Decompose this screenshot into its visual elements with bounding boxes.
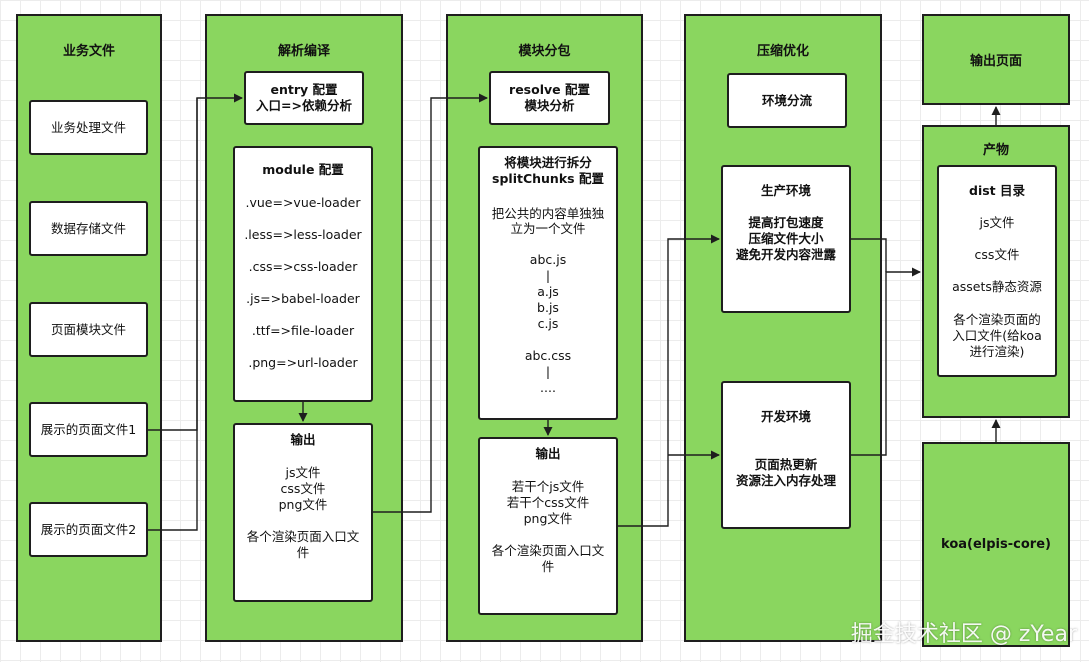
arrow-page2-to-entry: [148, 98, 198, 531]
dist-item-js: js文件: [979, 215, 1015, 230]
dist-dir-title: dist 目录: [969, 183, 1025, 198]
chunk-css-3: ....: [540, 380, 556, 395]
output-page-title: 输出页面: [969, 54, 1022, 69]
loader-png: .png=>url-loader: [248, 355, 358, 370]
resolve-line-2: 模块分析: [524, 98, 575, 113]
split-chunks-title-1: 将模块进行拆分: [504, 155, 592, 170]
resolve-line-1: resolve 配置: [509, 82, 590, 97]
loader-css: .css=>css-loader: [248, 259, 358, 274]
dev-env-title: 开发环境: [760, 409, 811, 424]
parse-output-box: 输出 js文件 css文件 png文件 各个渲染页面入口文 件: [233, 423, 373, 602]
prod-env-box: 生产环境 提高打包速度 压缩文件大小 避免开发内容泄露: [721, 165, 851, 313]
business-item-2: 数据存储文件: [29, 201, 148, 256]
dist-note-1: 各个渲染页面的: [953, 312, 1041, 327]
prod-env-title: 生产环境: [760, 183, 811, 198]
split-chunks-box: 将模块进行拆分 splitChunks 配置 把公共的内容单独独 立为一个文件 …: [478, 146, 618, 420]
dist-dir-box: dist 目录 js文件 css文件 assets静态资源 各个渲染页面的 入口…: [937, 165, 1057, 377]
split-output-line-2: 若干个css文件: [506, 495, 590, 510]
entry-line-1: entry 配置: [270, 82, 338, 97]
product-title: 产物: [982, 143, 1009, 158]
arrow-dev-to-product: [851, 267, 921, 456]
parse-output-line-2: css文件: [280, 481, 326, 496]
chunk-js-1: abc.js: [529, 252, 567, 267]
dist-note-2: 入口文件(给koa: [952, 328, 1042, 343]
koa-box: koa(elpis-core): [922, 442, 1070, 647]
business-item-1: 业务处理文件: [29, 100, 148, 155]
split-output-box: 输出 若干个js文件 若干个css文件 png文件 各个渲染页面入口文 件: [478, 437, 618, 615]
arrow-prod-to-product: [851, 238, 887, 272]
loader-vue: .vue=>vue-loader: [245, 195, 361, 210]
output-page-box: 输出页面: [922, 14, 1070, 105]
chunk-js-4: b.js: [537, 300, 559, 315]
chunk-css-2: |: [545, 364, 551, 379]
prod-env-line-3: 避免开发内容泄露: [735, 247, 836, 262]
parse-output-line-1: js文件: [285, 465, 321, 480]
prod-env-line-1: 提高打包速度: [748, 215, 824, 230]
chunk-js-3: a.js: [537, 284, 559, 299]
koa-title: koa(elpis-core): [941, 537, 1051, 552]
split-output-line-1: 若干个js文件: [511, 479, 585, 494]
dist-note-3: 进行渲染): [969, 344, 1025, 359]
parse-output-title: 输出: [290, 432, 316, 447]
prod-env-line-2: 压缩文件大小: [748, 231, 824, 246]
arrow-output-to-prod: [618, 234, 720, 527]
dev-env-box: 开发环境 页面热更新 资源注入内存处理: [721, 381, 851, 529]
chunk-js-5: c.js: [537, 316, 559, 331]
entry-config-box: entry 配置 入口=>依赖分析: [244, 71, 364, 125]
split-output-note-2: 件: [541, 559, 555, 574]
split-chunks-desc-2: 立为一个文件: [510, 221, 586, 236]
loader-js: .js=>babel-loader: [246, 291, 360, 306]
column-title: 压缩优化: [756, 44, 809, 59]
watermark-text: 掘金技术社区 @ zYear: [850, 622, 1077, 647]
chunk-js-2: |: [545, 268, 551, 283]
loader-ttf: .ttf=>file-loader: [251, 323, 355, 338]
module-config-title: module 配置: [262, 162, 344, 177]
column-title: 解析编译: [277, 44, 330, 59]
split-output-line-3: png文件: [523, 511, 573, 526]
chunk-css-1: abc.css: [524, 348, 572, 363]
env-split-box: 环境分流: [727, 73, 847, 128]
dev-env-line-1: 页面热更新: [754, 457, 818, 472]
column-title: 业务文件: [62, 44, 115, 59]
split-chunks-desc-1: 把公共的内容单独独: [491, 206, 605, 221]
dist-item-css: css文件: [974, 247, 1020, 262]
parse-output-note-2: 件: [296, 545, 310, 560]
parse-output-note-1: 各个渲染页面入口文: [246, 529, 360, 544]
parse-output-line-3: png文件: [278, 497, 328, 512]
dist-item-assets: assets静态资源: [952, 279, 1042, 294]
module-config-box: module 配置 .vue=>vue-loader .less=>less-l…: [233, 146, 373, 402]
business-item-5: 展示的页面文件2: [29, 502, 148, 557]
split-chunks-title-2: splitChunks 配置: [492, 171, 604, 186]
dev-env-line-2: 资源注入内存处理: [735, 473, 836, 488]
arrow-output-to-resolve: [373, 93, 488, 513]
column-title: 模块分包: [518, 44, 571, 59]
resolve-config-box: resolve 配置 模块分析: [489, 71, 610, 125]
loader-less: .less=>less-loader: [244, 227, 362, 242]
business-item-4: 展示的页面文件1: [29, 402, 148, 457]
split-output-title: 输出: [535, 446, 561, 461]
entry-line-2: 入口=>依赖分析: [256, 98, 352, 113]
business-item-3: 页面模块文件: [29, 302, 148, 357]
arrow-page1-to-entry: [148, 93, 243, 431]
split-output-note-1: 各个渲染页面入口文: [491, 543, 605, 558]
